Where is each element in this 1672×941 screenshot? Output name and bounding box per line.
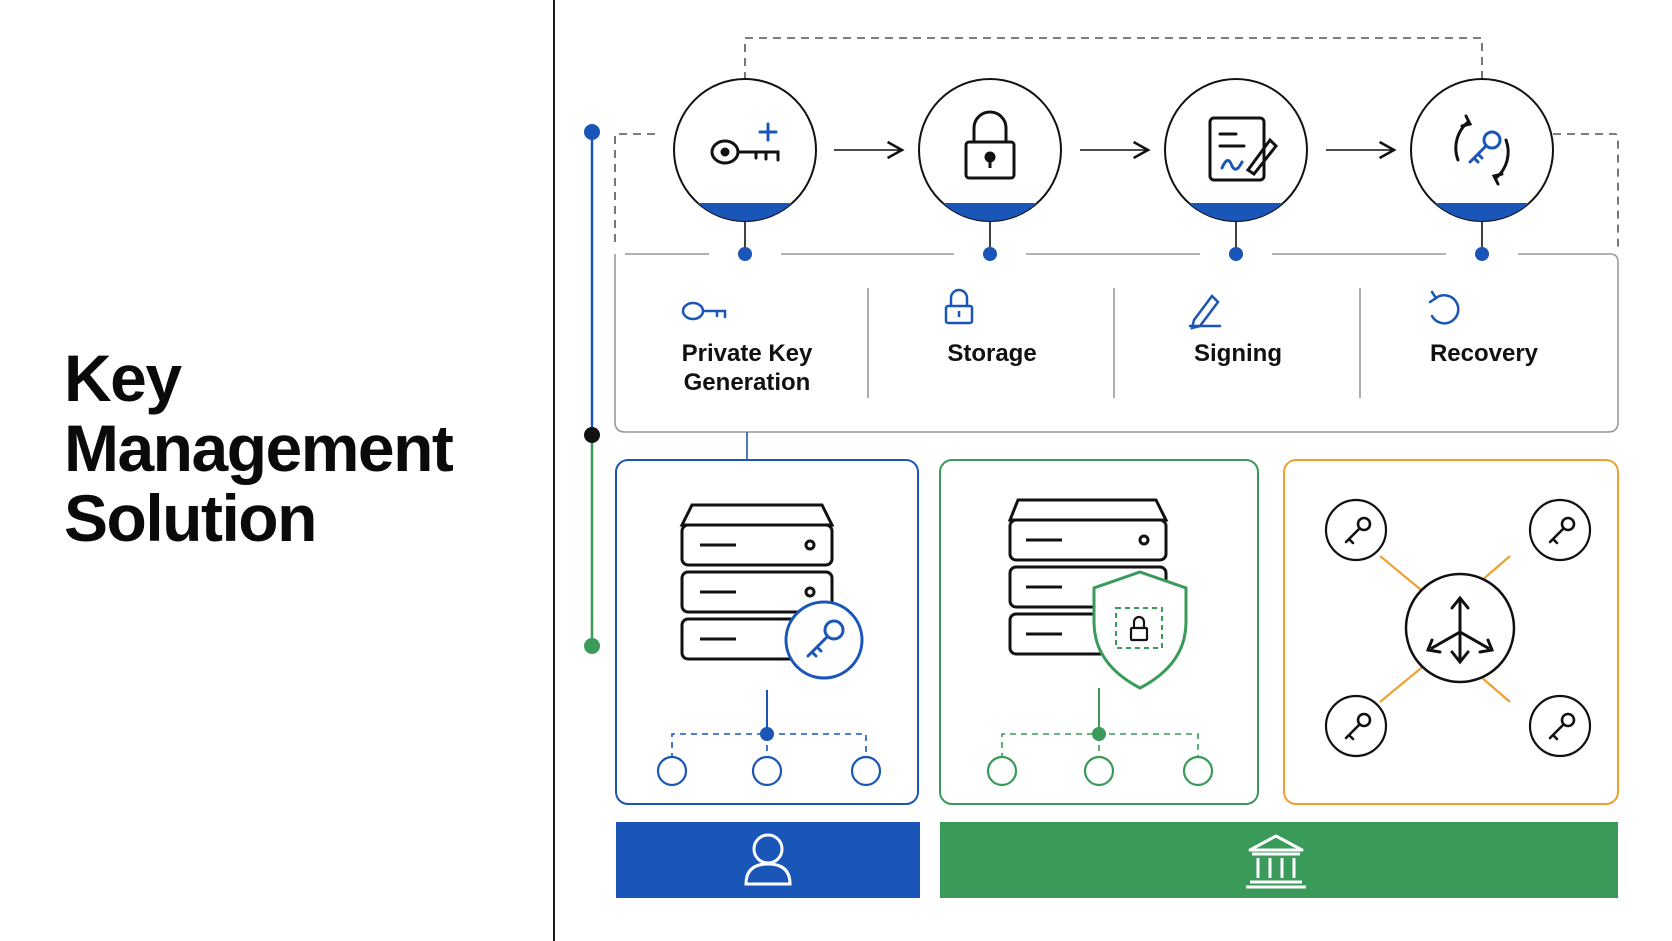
- child-node: [986, 755, 1018, 787]
- timeline-track: [584, 124, 600, 654]
- footer-institution: [940, 822, 1618, 898]
- side-dashed-connectors: [614, 133, 1619, 250]
- padlock-icon: [964, 110, 1016, 180]
- panel-distributed-key-network: [1283, 459, 1619, 805]
- stage-label-generation-line-1: Private Key: [682, 340, 813, 367]
- key-node-top-right: [1528, 498, 1592, 562]
- timeline-dot-middle: [584, 427, 600, 443]
- child-node: [1083, 755, 1115, 787]
- stage-label-recovery: Recovery: [1430, 340, 1539, 367]
- server-shield-icon: [1007, 498, 1188, 690]
- document-signature-icon: [1208, 116, 1279, 182]
- title-line-3: Solution: [64, 481, 317, 555]
- refresh-icon: [1428, 290, 1460, 325]
- stages-box: [614, 253, 1619, 433]
- distributed-keys-icon: [1404, 572, 1516, 684]
- title-line-2: Management: [64, 411, 454, 485]
- key-icon: [681, 301, 727, 321]
- lock-icon: [944, 288, 974, 325]
- timeline-dot-bottom: [584, 638, 600, 654]
- timeline-dot-top: [584, 124, 600, 140]
- panel-individual-key-server: [615, 459, 919, 805]
- bank-icon: [1246, 834, 1306, 889]
- panel-institutional-secured-server: [939, 459, 1259, 805]
- title-line-1: Key: [64, 341, 182, 415]
- stage-label-generation-line-2: Generation: [684, 369, 811, 396]
- child-node: [751, 755, 783, 787]
- vertical-divider: [553, 0, 555, 941]
- key-node-top-left: [1324, 498, 1388, 562]
- stage-circle-2: [918, 78, 1062, 261]
- server-key-icon: [679, 503, 864, 680]
- stage-label-signing: Signing: [1194, 340, 1282, 367]
- user-icon: [744, 833, 792, 886]
- page-title: Key Management Solution: [64, 343, 534, 553]
- child-node: [850, 755, 882, 787]
- key-node-bottom-right: [1528, 694, 1592, 758]
- footer-individual-user: [616, 822, 920, 898]
- stage-circle-4: [1410, 78, 1554, 261]
- child-node: [656, 755, 688, 787]
- key-plus-icon: [710, 122, 780, 165]
- stage-circle-3: [1164, 78, 1308, 261]
- key-recovery-icon: [1454, 114, 1510, 186]
- pen-icon: [1188, 294, 1222, 330]
- child-node: [1182, 755, 1214, 787]
- stage-circle-1: [673, 78, 817, 261]
- key-node-bottom-left: [1324, 694, 1388, 758]
- stage-label-storage: Storage: [947, 340, 1036, 367]
- top-feedback-loop: [744, 37, 1483, 80]
